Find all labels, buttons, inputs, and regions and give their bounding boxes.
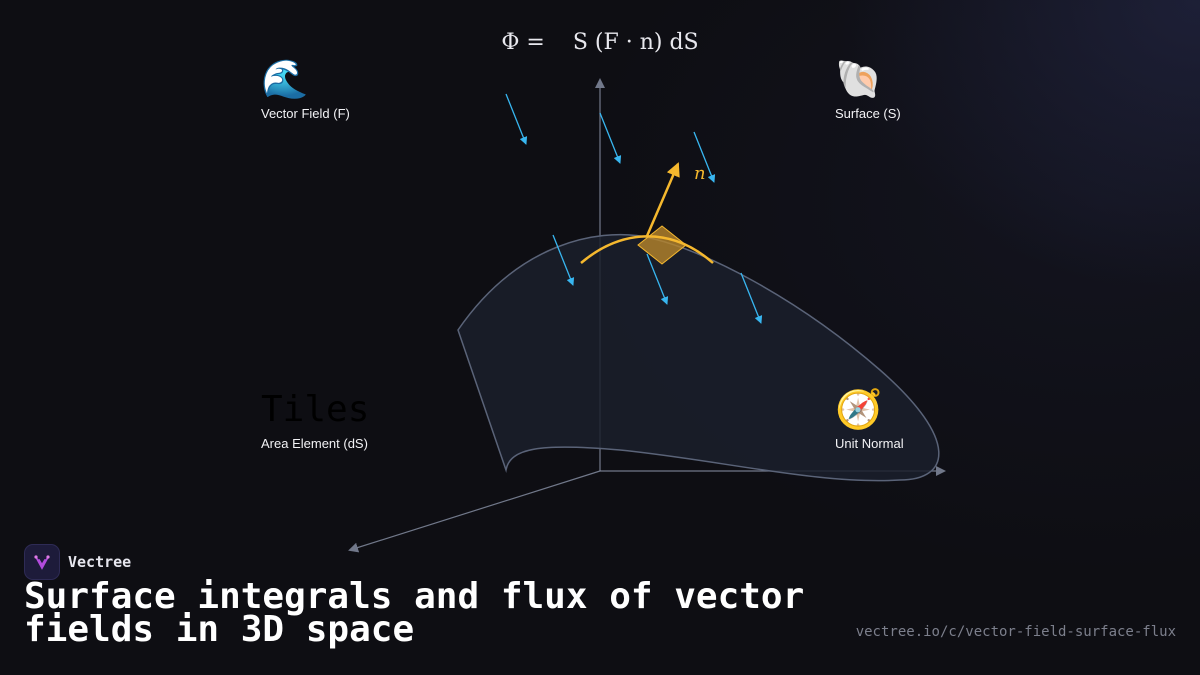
shell-icon: 🐚 [835,59,883,101]
brand-name: Vectree [68,553,132,571]
card-label: Vector Field (F) [261,106,350,121]
wave-icon: 🌊 [261,59,309,101]
card-label: Area Element (dS) [261,436,368,451]
field-arrow [646,253,669,305]
card-vector-field: 🌊 Vector Field (F) [261,58,350,121]
card-unit-normal: 🧭 Unit Normal [835,388,904,451]
vector-field-arrows [505,93,763,324]
tiles-icon: Tiles [261,389,370,430]
brand[interactable]: Vectree [24,544,131,580]
y-axis [348,470,601,553]
compass-icon: 🧭 [835,389,883,431]
field-arrow [599,112,622,164]
card-area-element: Tiles Area Element (dS) [261,388,369,451]
flux-formula: Φ = S (F · n) dS [0,30,1200,55]
field-arrow [740,272,763,324]
surface-patch [457,233,940,482]
normal-vector-arrow [645,162,680,237]
field-arrow [552,234,575,286]
vectree-logo-icon [24,544,60,580]
card-label: Surface (S) [835,106,901,121]
surface-curve-highlight [580,235,714,264]
normal-label: n [694,163,706,184]
formula-lhs: Φ = [501,30,545,55]
card-surface: 🐚 Surface (S) [835,58,901,121]
formula-rhs: S (F · n) dS [572,30,699,55]
page-title: Surface integrals and flux of vector fie… [24,576,805,650]
field-arrow [693,131,716,183]
field-arrow [505,93,528,145]
card-label: Unit Normal [835,436,904,451]
page-url[interactable]: vectree.io/c/vector-field-surface-flux [855,624,1176,640]
